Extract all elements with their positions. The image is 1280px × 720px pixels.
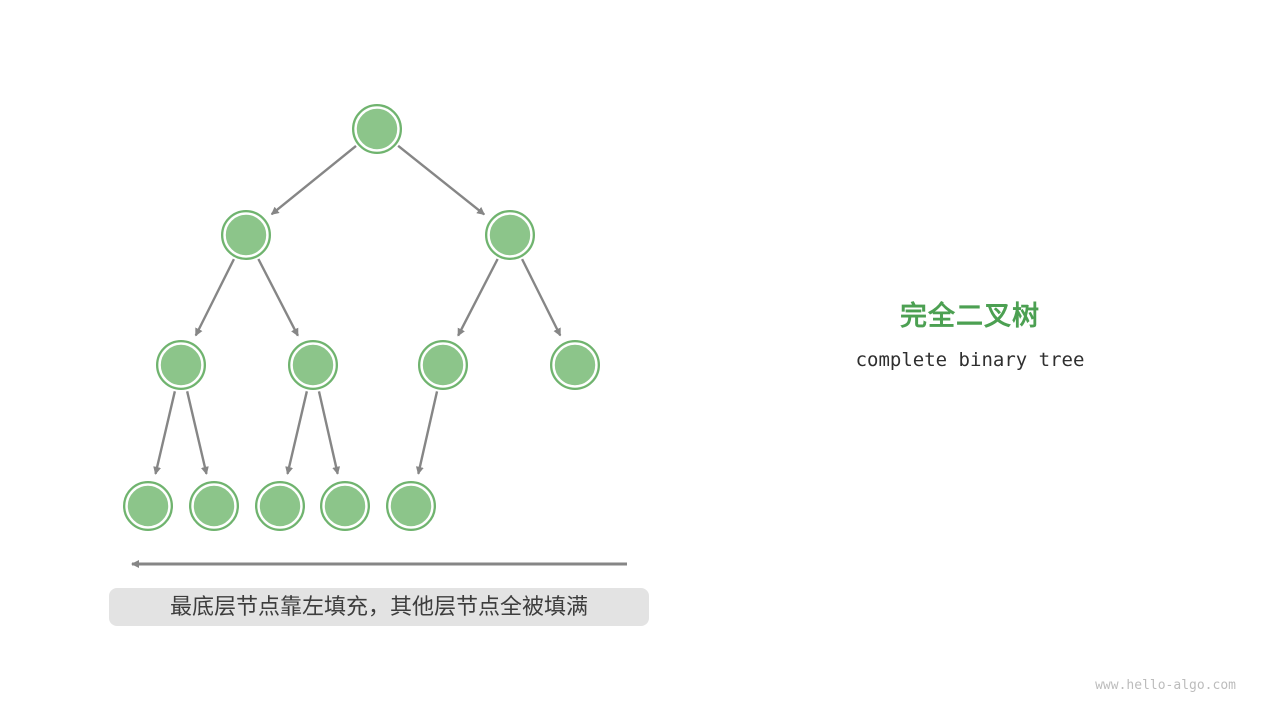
tree-node [418, 340, 468, 390]
tree-node [352, 104, 402, 154]
tree-edge [153, 391, 177, 475]
tree-edge [285, 391, 309, 475]
tree-edge [521, 258, 562, 337]
tree-edge [415, 391, 439, 475]
diagram-title: 完全二叉树 [900, 301, 1040, 331]
tree-node [156, 340, 206, 390]
caption-label: 最底层节点靠左填充，其他层节点全被填满 [109, 588, 649, 626]
tree-node [550, 340, 600, 390]
diagram-subtitle: complete binary tree [855, 349, 1085, 371]
tree-nodes [123, 104, 600, 531]
tree-node [123, 481, 173, 531]
tree-node [221, 210, 271, 260]
tree-node [189, 481, 239, 531]
tree-edge [270, 145, 357, 216]
tree-edge [397, 144, 485, 216]
watermark-url: www.hello-algo.com [1095, 678, 1236, 693]
tree-node [485, 210, 535, 260]
tree-node [288, 340, 338, 390]
tree-node [386, 481, 436, 531]
tree-node [320, 481, 370, 531]
legend-panel: 完全二叉树 complete binary tree [810, 294, 1130, 371]
tree-node [255, 481, 305, 531]
tree-edge [194, 258, 235, 337]
tree-edges [153, 144, 562, 475]
tree-edge [185, 391, 209, 475]
tree-edge [317, 391, 341, 475]
complete-binary-tree-diagram [123, 104, 627, 568]
tree-edge [257, 258, 299, 337]
tree-edge [457, 258, 499, 337]
